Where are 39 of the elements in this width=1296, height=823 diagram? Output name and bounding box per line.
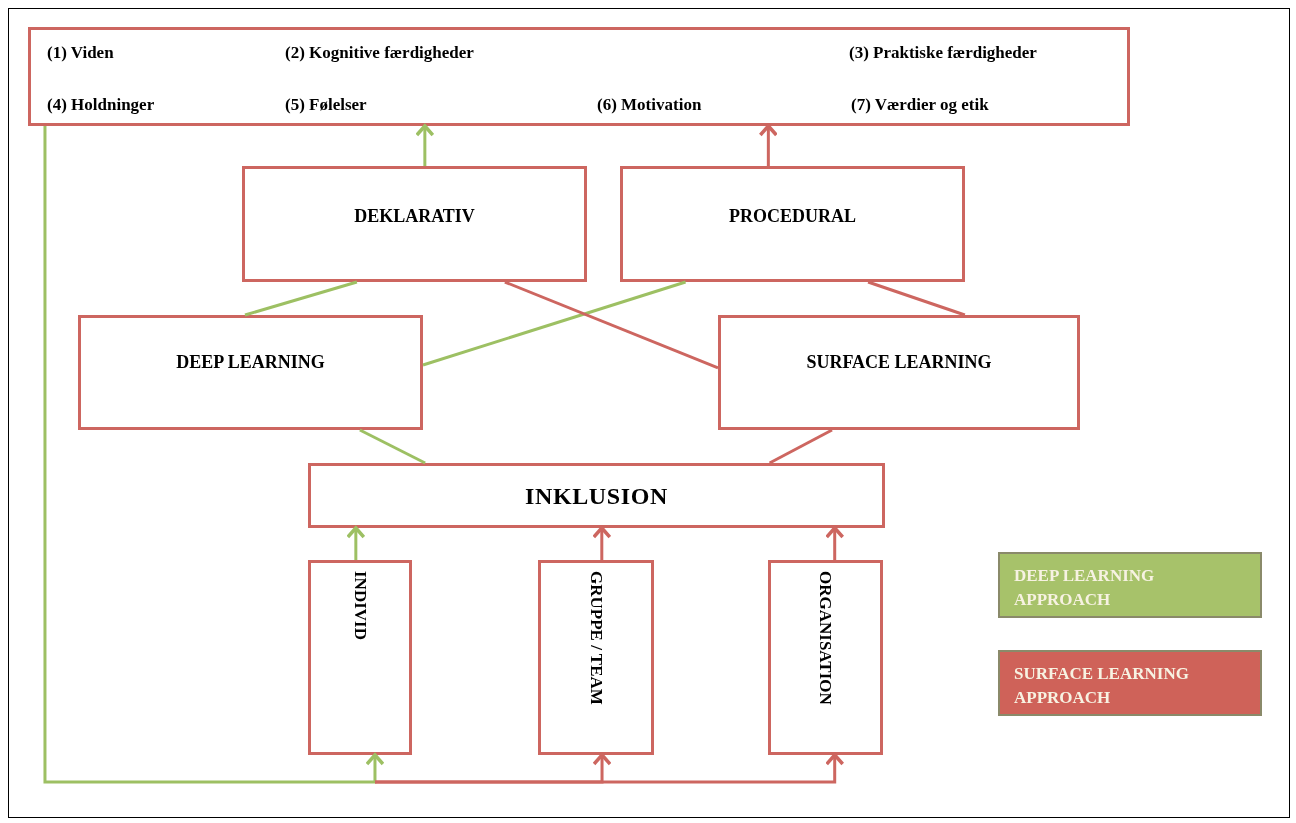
list-item: (2) Kognitive færdigheder [285, 42, 474, 64]
list-item: (6) Motivation [597, 94, 702, 116]
list-item: (3) Praktiske færdigheder [849, 42, 1037, 64]
process-box [718, 315, 1080, 430]
process-box [768, 560, 883, 755]
box-label: GRUPPE / TEAM [585, 571, 607, 707]
process-box [620, 166, 965, 282]
box-label: PROCEDURAL [729, 205, 856, 228]
process-box [538, 560, 654, 755]
connector-line [359, 428, 426, 465]
list-item: (4) Holdninger [47, 94, 155, 116]
arrow [415, 124, 435, 166]
connector-line [768, 428, 833, 465]
item-list-box [28, 27, 1130, 126]
box-label: INKLUSION [525, 481, 668, 511]
process-box [78, 315, 423, 430]
arrow [43, 126, 385, 784]
connector-line [867, 280, 966, 317]
list-item: (5) Følelser [285, 94, 367, 116]
box-label: INDIVID [349, 571, 371, 642]
list-item: (7) Værdier og etik [851, 94, 989, 116]
arrow [758, 124, 779, 166]
arrow [824, 526, 845, 560]
connector-line [422, 280, 686, 367]
legend-swatch: DEEP LEARNING APPROACH [998, 552, 1262, 618]
list-item: (1) Viden [47, 42, 114, 64]
connector-line [244, 280, 358, 317]
process-box [242, 166, 587, 282]
process-box [308, 560, 412, 755]
arrow [592, 526, 612, 560]
box-label: ORGANISATION [815, 571, 837, 707]
legend-swatch: SURFACE LEARNING APPROACH [998, 650, 1262, 716]
arrow [346, 526, 366, 560]
process-box [308, 463, 885, 528]
arrow [373, 753, 845, 784]
box-label: DEEP LEARNING [176, 351, 325, 374]
box-label: DEKLARATIV [354, 205, 475, 228]
box-label: SURFACE LEARNING [806, 351, 992, 374]
connector-line [504, 280, 719, 370]
